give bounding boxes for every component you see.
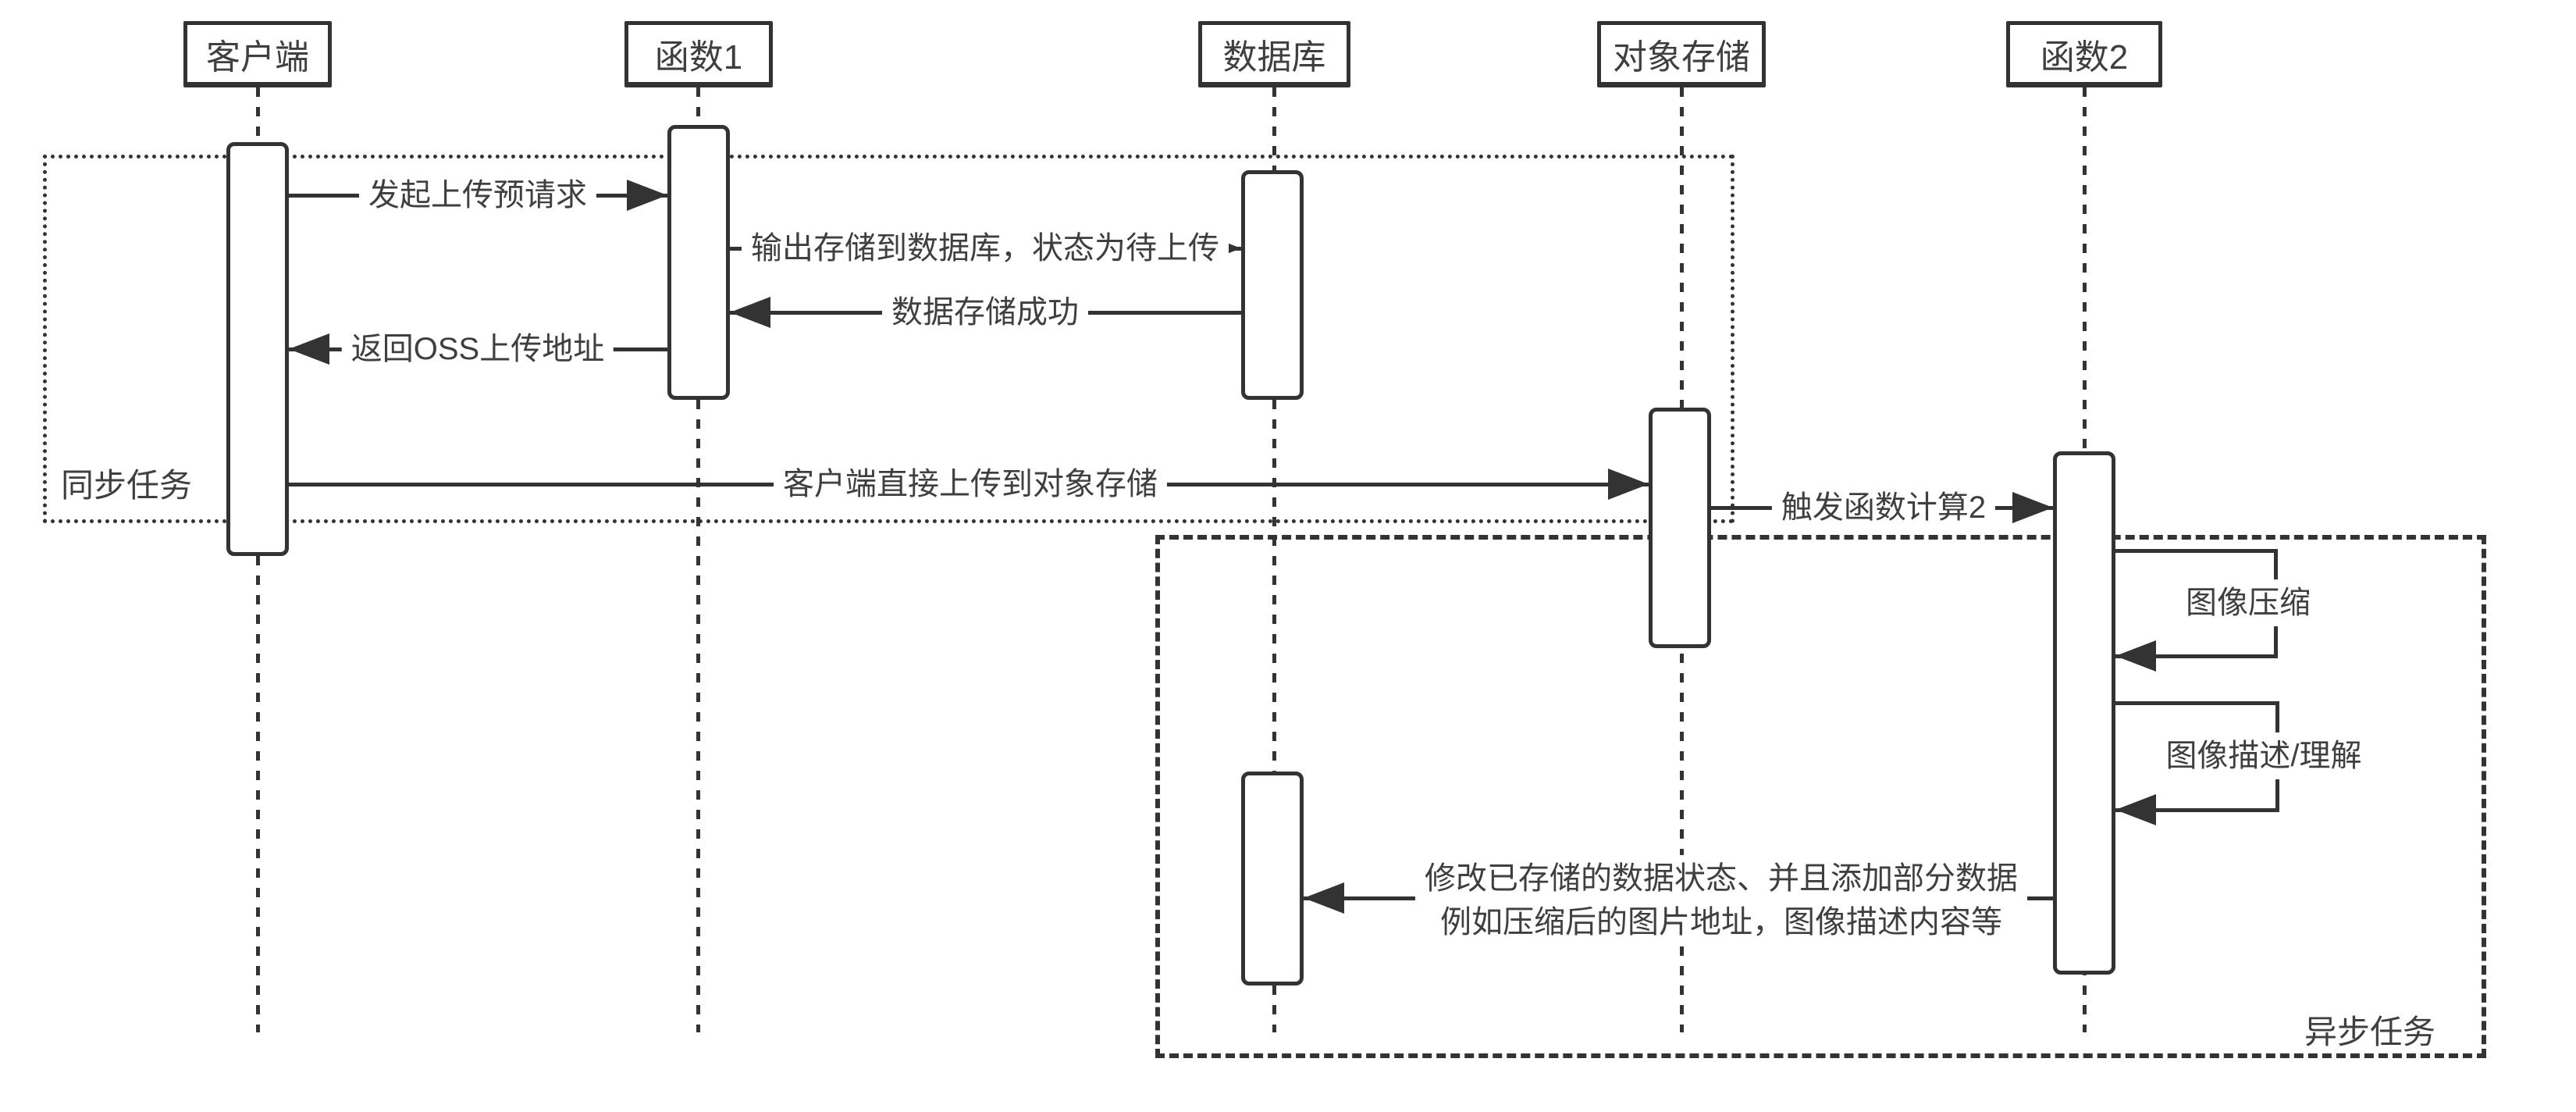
selfloop-compress-top-line [2115, 549, 2278, 553]
actor-database-label: 数据库 [1222, 37, 1326, 77]
sync-task-frame [43, 155, 1735, 523]
arrowhead-left-icon [289, 333, 329, 365]
selfloop-compress-bottom-line [2115, 654, 2278, 658]
activation-bar-database-1 [1241, 170, 1304, 400]
selfloop-describe-top-line [2115, 701, 2279, 705]
lifeline-function1 [696, 87, 700, 1032]
message-label-upload-prerequest: 发起上传预请求 [359, 172, 596, 219]
message-label-update-data-line1: 修改已存储的数据状态、并且添加部分数据 [1425, 861, 2018, 896]
message-label-update-data-line2: 例如压缩后的图片地址，图像描述内容等 [1440, 905, 2002, 939]
actor-function1-label: 函数1 [654, 37, 743, 77]
activation-bar-client [226, 142, 289, 556]
arrowhead-left-icon [1304, 882, 1344, 914]
message-label-store-success: 数据存储成功 [882, 289, 1088, 336]
lifeline-database [1272, 87, 1276, 1032]
async-task-frame [1155, 535, 2486, 1058]
actor-client: 客户端 [183, 21, 332, 87]
selfloop-describe-bottom-line [2115, 808, 2279, 812]
arrowhead-left-icon [2115, 640, 2156, 672]
actor-database: 数据库 [1198, 21, 1350, 87]
arrowhead-left-icon [2115, 794, 2156, 825]
actor-object-storage-label: 对象存储 [1613, 37, 1750, 77]
activation-bar-function2 [2053, 451, 2115, 975]
message-label-return-oss-url: 返回OSS上传地址 [341, 326, 614, 372]
actor-object-storage: 对象存储 [1597, 21, 1766, 87]
selfloop-describe-label: 图像描述/理解 [2156, 732, 2371, 779]
arrowhead-right-icon [2012, 492, 2053, 523]
message-label-update-data: 修改已存储的数据状态、并且添加部分数据 例如压缩后的图片地址，图像描述内容等 [1415, 855, 2027, 946]
actor-function2: 函数2 [2006, 21, 2162, 87]
activation-bar-function1 [667, 125, 730, 400]
actor-client-label: 客户端 [206, 37, 309, 77]
sync-task-frame-label: 同步任务 [61, 467, 193, 504]
selfloop-compress-label: 图像压缩 [2176, 579, 2320, 626]
arrowhead-left-icon [730, 297, 770, 328]
activation-bar-database-2 [1241, 772, 1304, 985]
arrowhead-right-icon [627, 180, 667, 211]
async-task-frame-label: 异步任务 [2304, 1014, 2436, 1050]
activation-bar-object-storage [1649, 408, 1711, 648]
message-label-trigger-function2: 触发函数计算2 [1771, 484, 1996, 531]
lifeline-client [256, 87, 260, 1032]
actor-function2-label: 函数2 [2040, 37, 2129, 77]
message-label-store-to-db: 输出存储到数据库，状态为待上传 [742, 225, 1229, 272]
arrowhead-right-icon [1608, 469, 1649, 500]
actor-function1: 函数1 [624, 21, 773, 87]
message-label-direct-upload: 客户端直接上传到对象存储 [774, 461, 1167, 508]
